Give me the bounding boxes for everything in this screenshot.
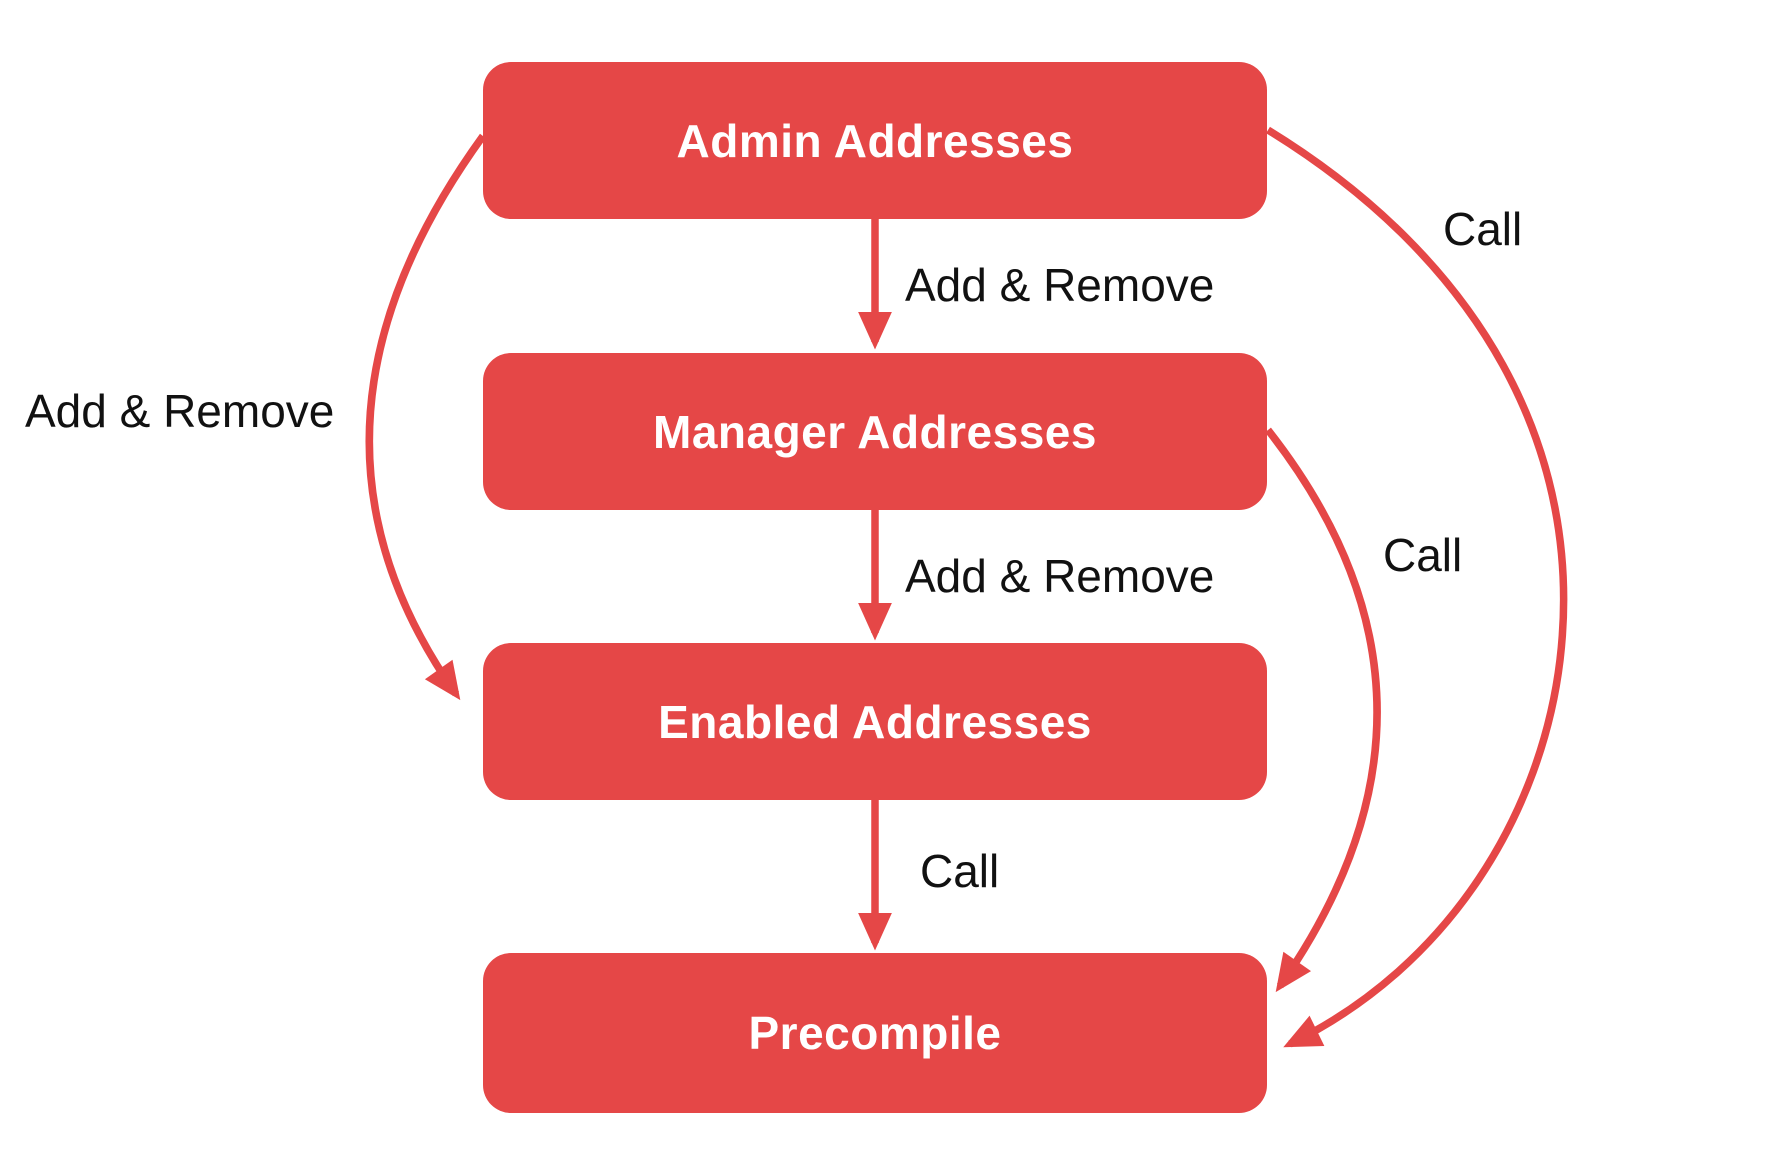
edge-label-manager-precompile: Call (1383, 529, 1463, 581)
node-admin-addresses: Admin Addresses (483, 62, 1267, 219)
node-manager-addresses: Manager Addresses (483, 353, 1267, 510)
node-precompile: Precompile (483, 953, 1267, 1113)
edge-label-enabled-precompile: Call (920, 845, 1000, 897)
edge-label-admin-manager: Add & Remove (905, 259, 1215, 311)
node-manager-addresses-label: Manager Addresses (653, 405, 1097, 458)
edge-label-manager-enabled: Add & Remove (905, 550, 1215, 602)
node-enabled-addresses-label: Enabled Addresses (658, 695, 1092, 748)
edge-label-admin-enabled: Add & Remove (25, 385, 335, 437)
edge-admin-to-precompile-arrow (1266, 126, 1568, 1048)
edge-manager-to-precompile-arrow (1265, 427, 1381, 993)
edge-admin-to-enabled-arrow (365, 133, 487, 701)
node-admin-addresses-label: Admin Addresses (676, 114, 1074, 167)
node-precompile-label: Precompile (748, 1007, 1002, 1059)
edge-label-admin-precompile: Call (1443, 203, 1523, 255)
node-enabled-addresses: Enabled Addresses (483, 643, 1267, 800)
